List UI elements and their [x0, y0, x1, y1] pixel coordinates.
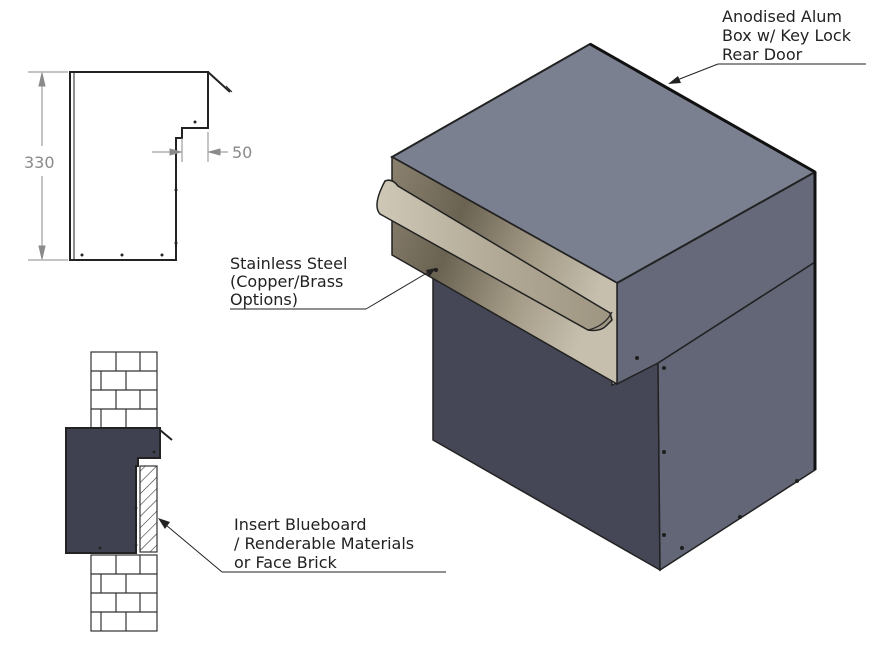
insert-line-1: Insert Blueboard [234, 515, 367, 534]
stainless-slot-hood [376, 179, 613, 332]
insert-line-3: or Face Brick [234, 553, 338, 572]
wall-mailbox-body [65, 427, 161, 554]
mailbox-rivets [434, 268, 799, 550]
section-profile-outline [69, 71, 209, 261]
anodised-line-2: Box w/ Key Lock [722, 26, 852, 45]
callout-stainless: Stainless Steel (Copper/Brass Options) [230, 254, 436, 310]
stainless-line-3: Options) [230, 290, 298, 309]
stainless-line-1: Stainless Steel [230, 254, 347, 273]
wall-mailbox-flap [159, 429, 173, 441]
height-dimension [28, 71, 68, 261]
brick-wall-upper [90, 351, 158, 429]
section-rivets [80, 120, 197, 257]
depth-dimension-label: 50 [232, 143, 252, 162]
rear-door-edge [589, 42, 816, 174]
isometric-mailbox [376, 42, 818, 572]
stainless-line-2: (Copper/Brass [230, 272, 343, 291]
anodised-line-3: Rear Door [722, 45, 803, 64]
wall-mailbox-rivets [98, 450, 156, 550]
insert-line-2: / Renderable Materials [234, 534, 414, 553]
section-view: 330 50 [24, 71, 252, 261]
brick-wall-view [65, 351, 173, 632]
insert-hatch [139, 465, 158, 553]
callout-anodised: Anodised Alum Box w/ Key Lock Rear Door [668, 7, 866, 84]
callout-insert: Insert Blueboard / Renderable Materials … [158, 515, 446, 573]
depth-dimension [152, 132, 228, 162]
section-flap [207, 71, 231, 93]
height-dimension-label: 330 [24, 153, 55, 172]
brick-wall-lower [90, 554, 158, 632]
anodised-line-1: Anodised Alum [722, 7, 842, 26]
